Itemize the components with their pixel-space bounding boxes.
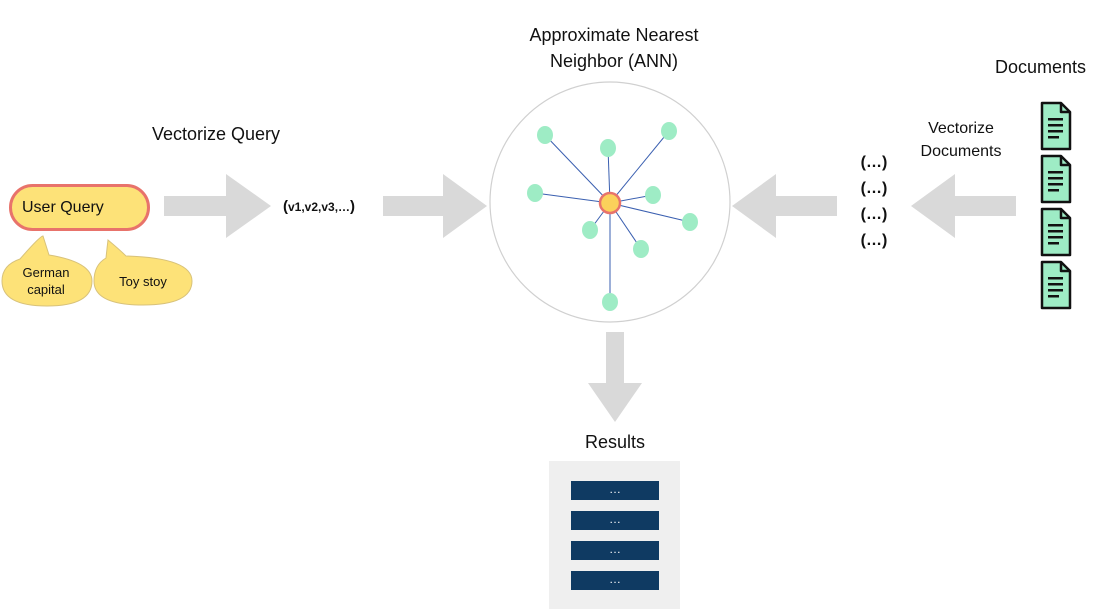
vectorize-query-label: Vectorize Query: [151, 124, 281, 144]
ann-title: Approximate Nearest Neighbor (ANN): [529, 25, 699, 71]
ann-node: [582, 221, 598, 239]
ann-node: [682, 213, 698, 231]
results-label: Results: [584, 432, 646, 452]
document-vector: (…): [860, 154, 888, 171]
ann-node: [527, 184, 543, 202]
documents-label: Documents: [995, 57, 1087, 77]
query-vector: (v1,v2,v3,…): [283, 198, 356, 215]
result-row: …: [571, 571, 659, 590]
arrow-right-1: [164, 174, 271, 238]
document-icon: [1040, 260, 1072, 310]
user-query-text: User Query: [22, 198, 104, 216]
document-vectors: (…) (…) (…) (…): [852, 150, 896, 254]
document-icon: [1040, 101, 1072, 151]
ann-node: [600, 139, 616, 157]
result-row: …: [571, 481, 659, 500]
bubble-toy-stoy: [93, 239, 193, 306]
ann-query-node: [598, 191, 622, 215]
user-query-box: User Query: [9, 184, 150, 231]
arrow-down: [588, 332, 642, 422]
result-row: …: [571, 511, 659, 530]
document-vector: (…): [860, 206, 888, 223]
ann-node: [645, 186, 661, 204]
vectorize-documents-label: Vectorize Documents: [920, 120, 1002, 160]
document-icon: [1040, 154, 1072, 204]
document-icons: [1040, 101, 1072, 310]
results-panel: … … … …: [549, 461, 680, 609]
document-icon: [1040, 207, 1072, 257]
result-row: …: [571, 541, 659, 560]
arrow-left-1: [732, 174, 837, 238]
ann-node: [602, 293, 618, 311]
document-vector: (…): [860, 232, 888, 249]
arrow-left-2: [911, 174, 1016, 238]
bubble-german-capital: [1, 235, 93, 307]
example-query-toy-stoy: Toy stoy: [119, 274, 167, 289]
arrow-right-2: [383, 174, 487, 238]
ann-nodes: [527, 122, 698, 311]
ann-node: [661, 122, 677, 140]
ann-node: [537, 126, 553, 144]
example-query-german-capital: German capital: [22, 265, 70, 297]
document-vector: (…): [860, 180, 888, 197]
ann-node: [633, 240, 649, 258]
